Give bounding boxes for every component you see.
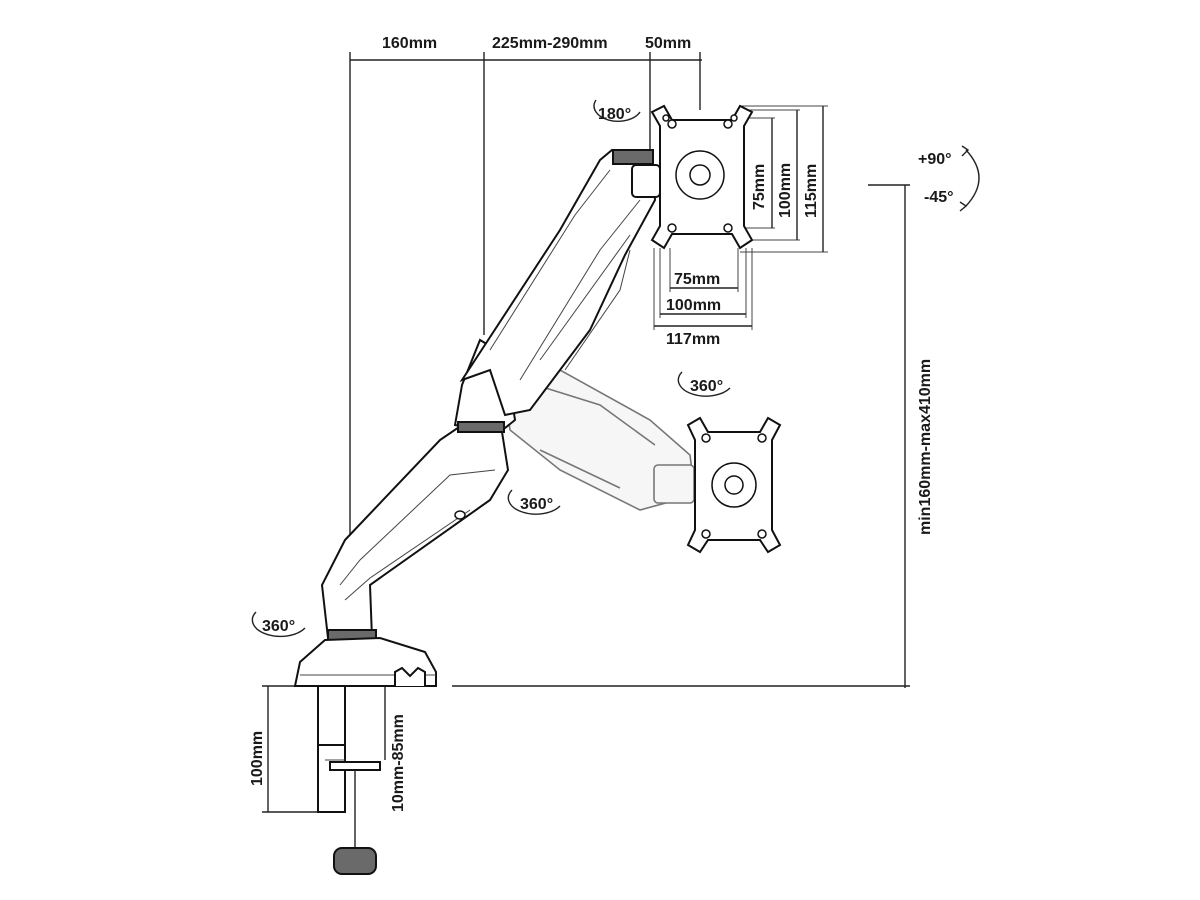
vesa-plate-hub-center (689, 164, 711, 186)
gas-spring-line (564, 249, 631, 371)
ghost-hole-tr (757, 433, 767, 443)
height-range-label: min160mm-max410mm (917, 359, 934, 535)
tilt-arrow-head-bottom (959, 201, 968, 212)
vesa-hole-tr2 (730, 114, 738, 122)
rotate-arrow-360-base (251, 611, 306, 638)
clamp-knob (333, 847, 377, 875)
ghost-hole-bl (701, 529, 711, 539)
arm-base-offset-label: 160mm (382, 35, 437, 52)
vesa100-height-label: 100mm (777, 163, 794, 218)
vesa-hole-bl (667, 223, 677, 233)
desk-edge (394, 666, 426, 686)
tilt-joint-cap (612, 149, 654, 165)
tilt-joint (631, 164, 661, 198)
clamp-height-label: 100mm (249, 731, 266, 786)
tilt-offset-label: 50mm (645, 35, 691, 52)
rotation-arrows (251, 99, 980, 638)
tilt-arrow (965, 149, 980, 207)
ghost-hole-tl (701, 433, 711, 443)
tilt-arrow-head-top (961, 145, 970, 157)
vesa-hole-tr (723, 119, 733, 129)
elbow-ring (457, 421, 505, 433)
tilt-down-label: -45° (924, 189, 954, 206)
vesa-hole-tl (667, 119, 677, 129)
ghost-tilt-joint (653, 464, 695, 504)
vesa100-width-label: 100mm (666, 297, 721, 314)
elbow-swivel-label: 360° (520, 496, 553, 513)
upper-arm-detail (489, 169, 641, 381)
vesa-plate (650, 104, 754, 250)
plate-height-label: 115mm (803, 164, 820, 218)
rotate-arrow-360-elbow (507, 489, 561, 515)
tilt-up-label: +90° (918, 151, 952, 168)
upper-arm (459, 148, 657, 417)
clamp-lower (317, 744, 346, 813)
plate-rotation-label: 180° (598, 106, 631, 123)
lower-arm-detail (339, 469, 496, 601)
monitor-arm (293, 148, 661, 875)
alternate-position-arm (499, 359, 782, 554)
head-swivel-label: 360° (690, 378, 723, 395)
base-swivel-label: 360° (262, 618, 295, 635)
vesa-hole-tl2 (662, 114, 670, 122)
ghost-plate-hub-center (724, 475, 744, 495)
rotate-arrow-360-head (677, 371, 731, 397)
clamp-plate (329, 761, 381, 771)
vesa-hole-br (723, 223, 733, 233)
desk-thickness-label: 10mm-85mm (390, 714, 407, 812)
vesa75-height-label: 75mm (751, 164, 768, 210)
plate-width-label: 117mm (666, 331, 720, 348)
vesa75-width-label: 75mm (674, 271, 720, 288)
rotation-labels: +90° -45° 180° 360° 360° 360° (262, 106, 954, 635)
lower-arm-button (454, 510, 466, 520)
dimension-labels: 160mm 225mm-290mm 50mm 75mm 100mm 115mm … (249, 35, 934, 812)
ghost-hole-br (757, 529, 767, 539)
arm-reach-label: 225mm-290mm (492, 35, 608, 52)
rotate-arrow-180 (593, 99, 641, 122)
